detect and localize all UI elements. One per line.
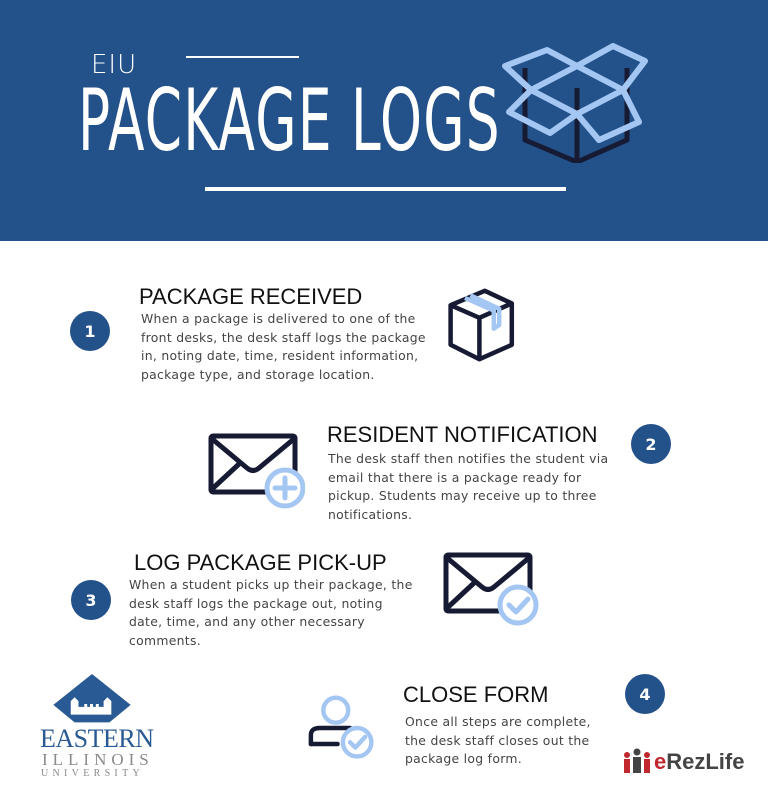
step-3-title: LOG PACKAGE PICK-UP xyxy=(134,550,387,575)
taped-box-icon xyxy=(448,288,515,362)
step-3-number-badge: 3 xyxy=(71,580,111,620)
header-eyebrow: EIU xyxy=(91,50,138,80)
step-3-description: When a student picks up their package, t… xyxy=(129,577,413,648)
logo-line-university: UNIVERSITY xyxy=(41,768,144,779)
open-box-icon xyxy=(502,43,648,163)
erezlife-logo: eRezLife xyxy=(622,744,745,774)
erezlife-prefix: e xyxy=(654,749,667,774)
envelope-plus-icon xyxy=(208,433,305,509)
erezlife-rest: RezLife xyxy=(666,749,745,774)
header-bottom-rule xyxy=(205,187,566,191)
step-2-title: RESIDENT NOTIFICATION xyxy=(327,422,598,447)
header-top-rule xyxy=(186,56,299,58)
step-1-description: When a package is delivered to one of th… xyxy=(141,311,426,382)
user-check-icon xyxy=(308,695,374,759)
step-2-number-badge: 2 xyxy=(631,424,671,464)
logo-line-illinois: ILLINOIS xyxy=(42,750,154,769)
step-1-number-badge: 1 xyxy=(70,311,110,351)
castle-diamond-icon xyxy=(53,674,131,723)
page-title: PACKAGE LOGS xyxy=(78,71,501,171)
step-1-title: PACKAGE RECEIVED xyxy=(139,284,363,309)
step-4-description: Once all steps are complete, the desk st… xyxy=(405,714,591,766)
erezlife-wordmark: eRezLife xyxy=(654,750,745,774)
header-banner: EIU PACKAGE LOGS xyxy=(0,0,768,241)
step-4-title: CLOSE FORM xyxy=(403,682,549,707)
people-group-icon xyxy=(624,748,650,773)
step-2-description: The desk staff then notifies the student… xyxy=(328,451,609,522)
logo-line-eastern: EASTERN xyxy=(40,724,154,753)
envelope-check-icon xyxy=(443,552,539,626)
step-4-number-badge: 4 xyxy=(625,674,665,714)
eastern-illinois-university-logo: EASTERN ILLINOIS UNIVERSITY xyxy=(30,674,155,782)
